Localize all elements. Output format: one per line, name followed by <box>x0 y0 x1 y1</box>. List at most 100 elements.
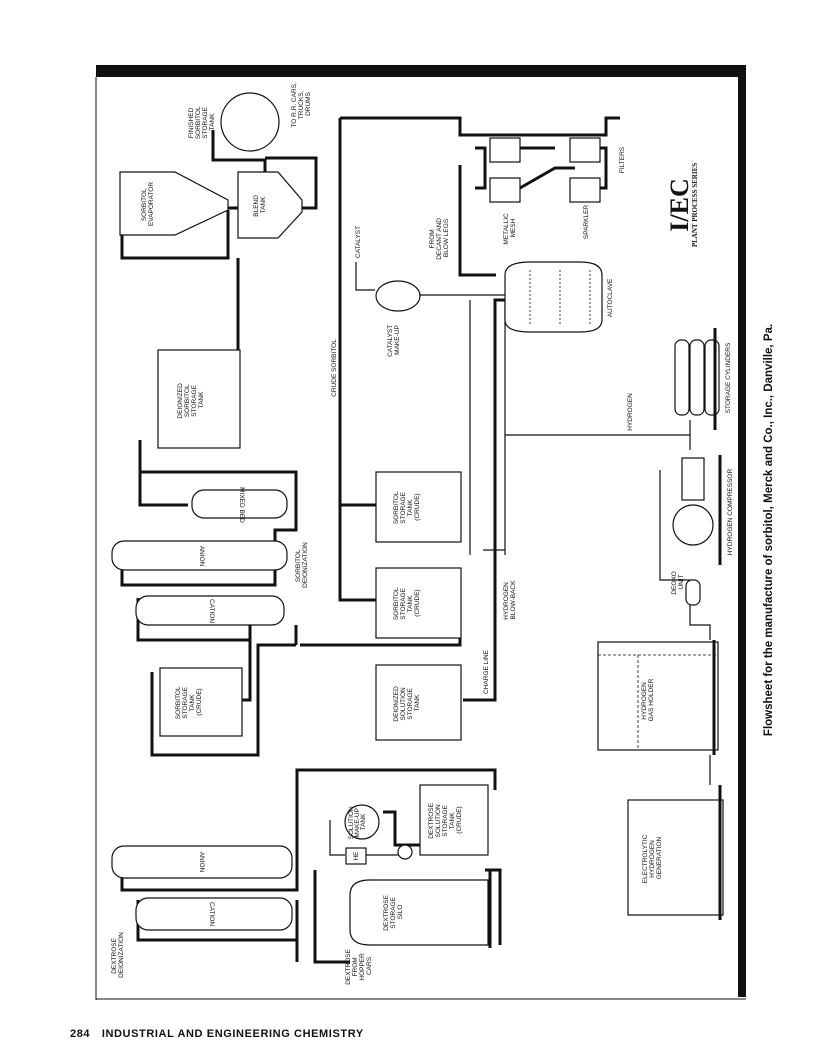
metallic-mesh-1: METALLIC <box>503 213 510 245</box>
deionized-solution-3: STORAGE <box>407 687 414 719</box>
crude-sorbitol-label: CRUDE SORBITOL <box>331 339 338 397</box>
mixed-bed-label: MIXED BED <box>238 487 245 523</box>
right-border-bar <box>738 65 746 997</box>
solution-makeup-2: MAKE-UP <box>354 808 361 838</box>
blend-tank-label-2: TANK <box>260 196 267 214</box>
electrolytic-label-1: ELECTROLYTIC <box>642 834 649 883</box>
sorbitol-crude-mid2-2: STORAGE <box>400 587 407 619</box>
mixed-bed-column <box>191 489 288 519</box>
svg-text:HYDROGEN BLOW-BACK: HYDROGEN BLOW-BACK <box>503 580 517 620</box>
sorbitol-crude-left-4: (CRUDE) <box>196 688 203 715</box>
deionized-solution-1: DEIONIZED <box>393 686 400 722</box>
deoxo-label-1: DEOXO <box>671 571 678 594</box>
anion-column-lower <box>111 845 293 879</box>
he-label: HE <box>353 851 360 861</box>
catalyst-makeup-2: MAKE-UP <box>394 325 401 355</box>
series-subtitle: PLANT PROCESS SERIES <box>691 163 699 247</box>
deionized-sorbitol-label-4: TANK <box>198 391 205 409</box>
electrolytic-label-3: GENERATION <box>656 836 663 879</box>
vessels <box>111 92 724 946</box>
catalyst-makeup-tank <box>375 280 421 312</box>
series-title: I/EC <box>665 178 694 231</box>
dextrose-from-1: DEXTROSE <box>345 948 352 984</box>
svg-text:DEXTROSE DEIONIZATION: DEXTROSE DEIONIZATION <box>111 932 125 978</box>
dextrose-from-3: HOPPER <box>359 953 366 981</box>
sparkler-label: SPARKLER <box>583 205 590 240</box>
dextrose-storage-4: TANK <box>449 812 456 830</box>
svg-text:ELECTROLYTIC HYDROGEN: ELECTROLYTIC HYDROGEN GENERATION <box>642 833 663 883</box>
finished-tank-label-2: SORBITOL <box>195 106 202 139</box>
svg-text:DEXTROSE SOLUTION: DEXTROSE SOLUTION STORAGE TANK (CRUDE) <box>428 801 463 839</box>
svg-text:CATALYST MAKE-UP: CATALYST MAKE-UP <box>387 323 401 357</box>
dextrose-deion-2: DEIONIZATION <box>118 932 125 978</box>
hydrogen-blowback-2: BLOW-BACK <box>510 580 517 620</box>
gas-holder-label-1: HYDROGEN <box>641 682 648 720</box>
storage-cylinder-3 <box>704 339 720 416</box>
finished-tank-label-1: FINISHED <box>188 107 195 138</box>
finished-sorbitol-tank <box>220 92 280 152</box>
dextrose-storage-2: SOLUTION <box>435 804 442 838</box>
sorbitol-evaporator <box>119 171 229 236</box>
thin-piping <box>329 262 711 856</box>
metallic-mesh-2: MESH <box>510 218 517 237</box>
storage-cylinder-1 <box>674 339 690 416</box>
dextrose-silo-2: STORAGE <box>390 896 397 928</box>
dextrose-storage-silo <box>349 879 489 946</box>
svg-text:DEXTROSE STORAGE S: DEXTROSE STORAGE SILO <box>383 893 404 931</box>
autoclave <box>504 261 603 333</box>
sorbitol-crude-left-2: STORAGE <box>182 686 189 718</box>
deionized-sorbitol-label-1: DEIONIZED <box>177 383 184 419</box>
dextrose-solution-tank <box>419 784 489 856</box>
sorbitol-crude-tank-left <box>159 667 243 737</box>
dextrose-silo-1: DEXTROSE <box>383 894 390 930</box>
electrolytic-generator <box>627 799 724 916</box>
deionized-sorbitol-label-2: SORBITOL <box>184 384 191 417</box>
figure-caption: Flowsheet for the manufacture of sorbito… <box>763 324 775 736</box>
deoxo-unit <box>685 579 701 606</box>
to-rr-label-3: DRUMS <box>305 91 312 115</box>
solution-makeup-3: TANK <box>360 813 367 831</box>
storage-cylinder-2 <box>689 339 705 416</box>
electrolytic-label-2: HYDROGEN <box>649 840 656 878</box>
svg-text:FROM DECANT AND BL: FROM DECANT AND BLOW LEGS <box>429 216 450 260</box>
svg-text:METALLIC MESH: METALLIC MESH <box>503 211 517 244</box>
dextrose-storage-3: STORAGE <box>442 804 449 836</box>
svg-text:FINISHED SORBITOL: FINISHED SORBITOL STORAGE TANK <box>188 105 216 139</box>
sorbitol-crude-mid2-4: (CRUDE) <box>414 589 421 616</box>
evaporator-label-1: SORBITOL <box>141 188 148 221</box>
hydrogen-compressor-body <box>681 457 705 501</box>
svg-text:TO R.R. CARS, TRUCKS,: TO R.R. CARS, TRUCKS, DRUMS <box>291 80 312 127</box>
svg-text:SOLUTION MAKE-UP T: SOLUTION MAKE-UP TANK <box>348 804 367 839</box>
hydrogen-gas-holder <box>597 641 719 751</box>
diagram-labels: FINISHED SORBITOL STORAGE TANK TO R.R. C… <box>111 80 775 985</box>
solution-makeup-tank <box>344 804 380 840</box>
blend-tank-label-1: BLEND <box>253 195 260 217</box>
charge-line-label: CHARGE LINE <box>483 649 490 694</box>
deionized-solution-tank <box>375 664 462 741</box>
svg-text:SORBITOL STORAGE T: SORBITOL STORAGE TANK (CRUDE) <box>393 586 421 620</box>
page-number: 284 <box>70 1028 91 1040</box>
deoxo-label-2: UNIT <box>678 574 685 589</box>
cation-label-lower: CATION <box>208 902 215 926</box>
catalyst-label: CATALYST <box>355 226 362 258</box>
metallic-mesh-filter-1 <box>489 137 521 163</box>
finished-tank-label-3: STORAGE <box>202 106 209 138</box>
anion-column-upper <box>111 540 288 571</box>
anion-label-upper: ANION <box>198 546 205 567</box>
to-rr-label-1: TO R.R. CARS, <box>291 82 298 128</box>
svg-text:SORBITOL STORAGE T: SORBITOL STORAGE TANK (CRUDE) <box>175 685 203 719</box>
to-rr-label-2: TRUCKS, <box>298 90 305 119</box>
storage-cylinders-label: STORAGE CYLINDERS <box>725 342 732 413</box>
from-decant-2: DECANT AND <box>436 218 443 260</box>
sorbitol-crude-tank-mid2 <box>375 567 462 639</box>
journal-name: INDUSTRIAL AND ENGINEERING CHEMISTRY <box>101 1028 364 1040</box>
filters-label: FILTERS <box>619 146 626 173</box>
from-decant-3: BLOW LEGS <box>443 218 450 257</box>
autoclave-internals <box>529 270 591 325</box>
svg-text:DEIONIZED SOLUTION: DEIONIZED SOLUTION STORAGE TANK <box>393 684 421 721</box>
equipment-stands <box>488 328 722 948</box>
svg-text:SORBITOL DEIONIZATION: SORBITOL DEIONIZATION <box>295 542 309 588</box>
catalyst-makeup-1: CATALYST <box>387 325 394 357</box>
dextrose-deion-1: DEXTROSE <box>111 937 118 973</box>
svg-text:HYDROGEN GAS HOLDER: HYDROGEN GAS HOLDER <box>641 678 655 721</box>
